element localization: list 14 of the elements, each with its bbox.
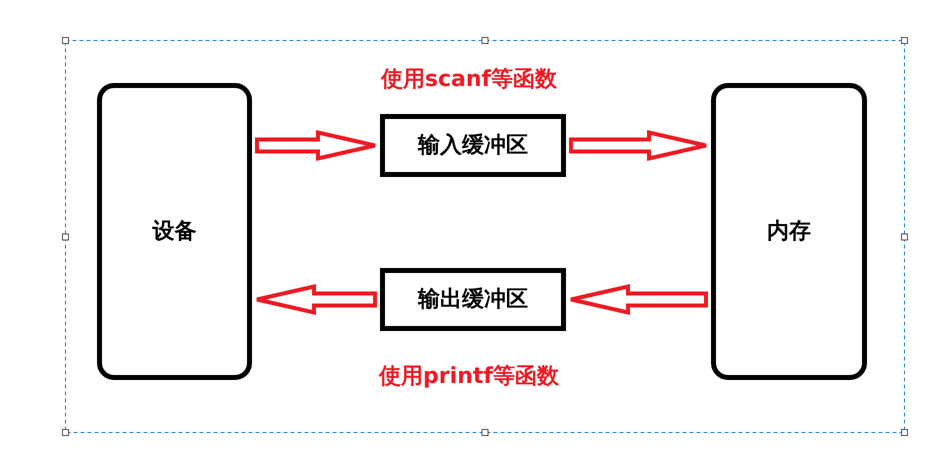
process-box	[380, 268, 566, 331]
function-note: 使用scanf等函数	[380, 67, 558, 93]
block-arrow	[255, 284, 377, 315]
node-label: 设备	[152, 218, 196, 244]
node-label: 内存	[767, 218, 811, 244]
block-arrow	[569, 130, 708, 161]
rounded-box	[97, 83, 252, 380]
block-arrow	[255, 130, 377, 161]
function-note: 使用printf等函数	[379, 364, 559, 390]
process-box	[380, 114, 566, 177]
node-label: 输入缓冲区	[418, 132, 528, 158]
block-arrow	[569, 284, 708, 315]
node-label: 输出缓冲区	[418, 286, 528, 312]
rounded-box	[711, 83, 867, 380]
